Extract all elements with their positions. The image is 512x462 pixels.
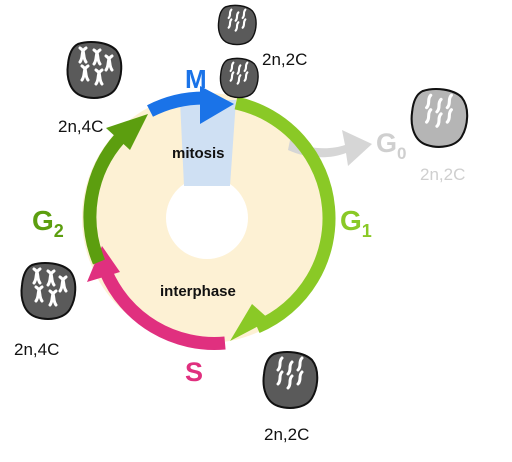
interphase-ring	[82, 93, 332, 343]
cell-left-icon	[19, 261, 77, 321]
cell-bottom-icon	[261, 350, 319, 410]
cell-g0-icon	[409, 87, 469, 149]
cell-top-lower-icon	[219, 57, 260, 99]
phase-label-s: S	[185, 357, 203, 387]
ploidy-label-g0: 2n,2C	[420, 165, 465, 184]
g0-arrow	[288, 130, 372, 166]
s-phase-arrowhead	[87, 246, 120, 282]
ploidy-label-top-right: 2n,2C	[262, 50, 307, 69]
g1-phase-arc	[234, 96, 336, 333]
region-label-interphase: interphase	[160, 283, 236, 300]
g2-phase-arrowhead	[106, 114, 148, 150]
m-phase-arrowhead	[200, 86, 234, 124]
cell-top-left-icon	[65, 40, 123, 100]
ploidy-label-bottom: 2n,2C	[264, 425, 309, 444]
phase-label-g2: G2	[32, 205, 64, 241]
mitosis-wedge	[180, 100, 236, 186]
phase-label-g1: G1	[340, 205, 372, 241]
ploidy-label-left: 2n,4C	[14, 340, 59, 359]
phase-label-g0: G0	[376, 128, 406, 163]
g1-phase-arrowhead	[230, 304, 270, 341]
cell-top-upper-icon	[217, 4, 258, 46]
phase-label-m: M	[185, 64, 207, 94]
g2-phase-arc	[83, 133, 125, 265]
ploidy-label-top-left: 2n,4C	[58, 117, 103, 136]
s-phase-arc	[100, 269, 226, 350]
region-label-mitosis: mitosis	[172, 145, 225, 162]
